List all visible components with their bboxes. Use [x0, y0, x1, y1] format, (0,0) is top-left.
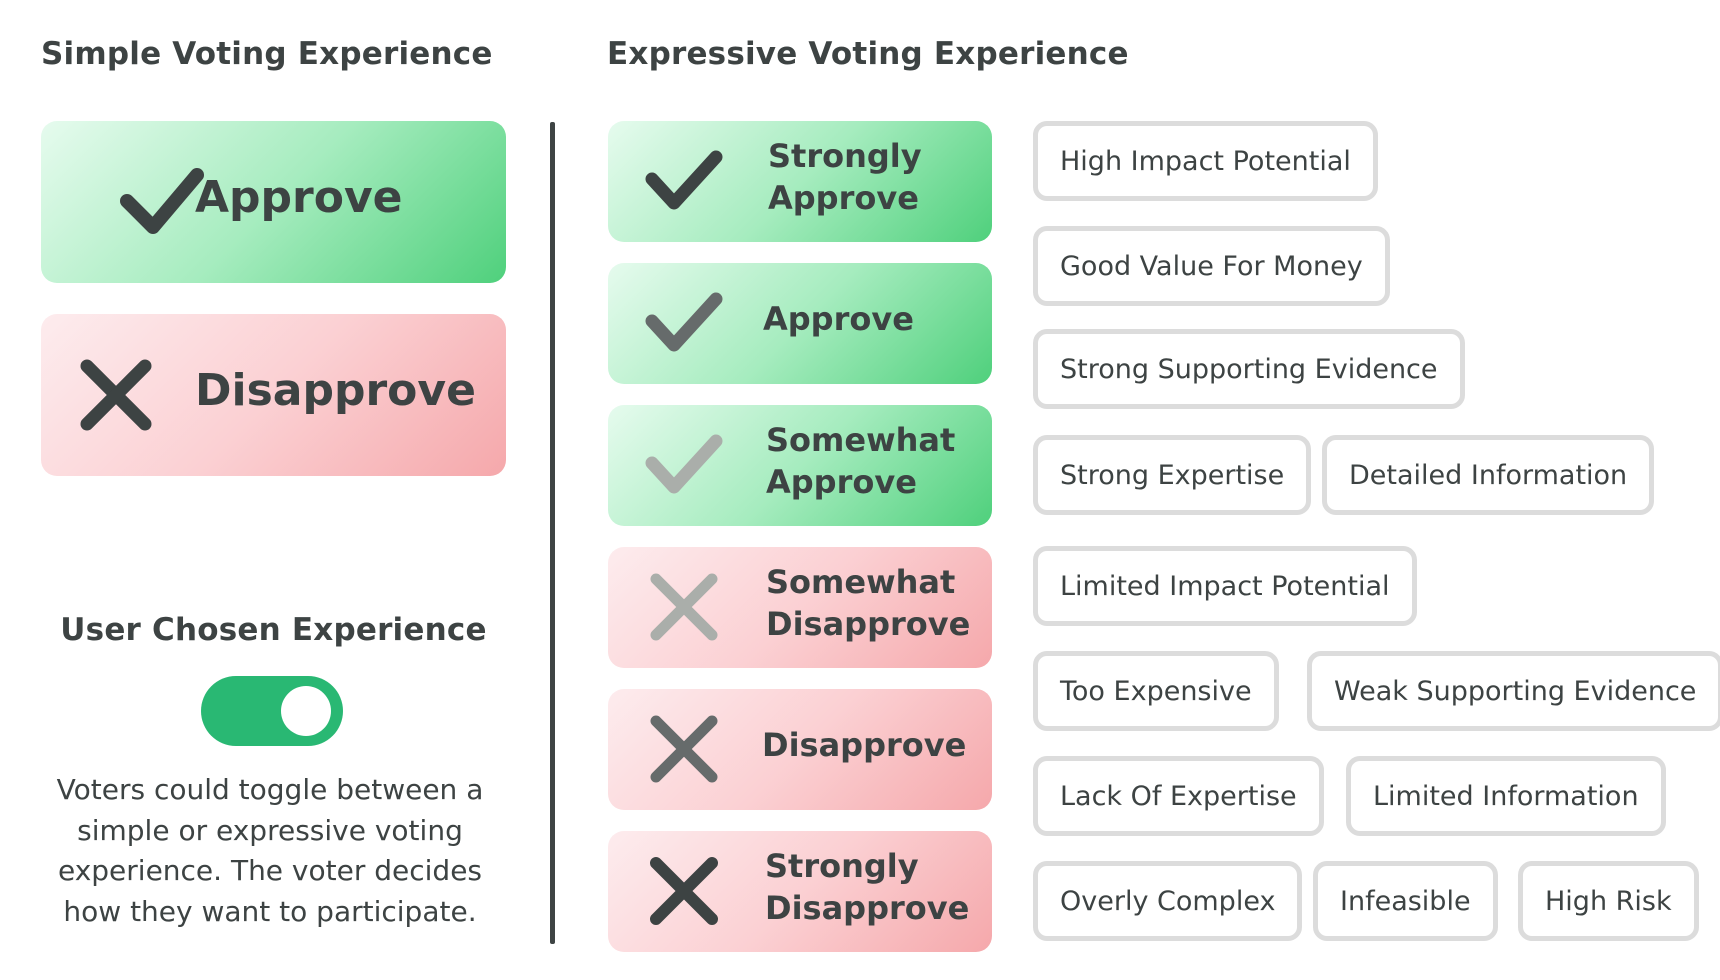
experience-toggle[interactable]	[201, 676, 343, 746]
tag-detailed-information[interactable]: Detailed Information	[1322, 435, 1655, 515]
tag-strong-expertise[interactable]: Strong Expertise	[1033, 435, 1312, 515]
simple-disapprove-label: Disapprove	[195, 365, 476, 416]
somewhat-approve-label: Somewhat Approve	[766, 421, 956, 501]
cross-icon	[650, 715, 718, 783]
check-icon	[645, 292, 723, 352]
disapprove-button[interactable]: Disapprove	[608, 689, 992, 810]
somewhat-disapprove-label: Somewhat Disapprove	[766, 563, 971, 643]
tag-high-impact-potential[interactable]: High Impact Potential	[1033, 121, 1378, 201]
tag-overly-complex[interactable]: Overly Complex	[1033, 861, 1303, 941]
somewhat-approve-button[interactable]: Somewhat Approve	[608, 405, 992, 526]
tag-strong-supporting-evidence[interactable]: Strong Supporting Evidence	[1033, 329, 1465, 409]
tag-weak-supporting-evidence[interactable]: Weak Supporting Evidence	[1307, 651, 1720, 731]
tag-good-value-for-money[interactable]: Good Value For Money	[1033, 226, 1390, 306]
strongly-disapprove-label: Strongly Disapprove	[765, 847, 970, 927]
tag-infeasible[interactable]: Infeasible	[1313, 861, 1498, 941]
section-divider	[550, 122, 555, 944]
cross-icon	[80, 359, 152, 431]
approve-label: Approve	[763, 300, 914, 338]
toggle-description: Voters could toggle between a simple or …	[56, 773, 484, 928]
check-icon	[645, 434, 723, 494]
tag-high-risk[interactable]: High Risk	[1518, 861, 1699, 941]
disapprove-label: Disapprove	[762, 726, 967, 764]
somewhat-disapprove-button[interactable]: Somewhat Disapprove	[608, 547, 992, 668]
simple-approve-button[interactable]: Approve	[41, 121, 506, 283]
strongly-approve-button[interactable]: Strongly Approve	[608, 121, 992, 242]
tag-limited-information[interactable]: Limited Information	[1346, 756, 1666, 836]
tag-too-expensive[interactable]: Too Expensive	[1033, 651, 1279, 731]
simple-disapprove-button[interactable]: Disapprove	[41, 314, 506, 476]
cross-icon	[650, 573, 718, 641]
user-chosen-heading: User Chosen Experience	[60, 612, 487, 648]
strongly-approve-label: Strongly Approve	[768, 137, 922, 217]
simple-approve-label: Approve	[195, 172, 403, 223]
approve-button[interactable]: Approve	[608, 263, 992, 384]
cross-icon	[650, 857, 718, 925]
strongly-disapprove-button[interactable]: Strongly Disapprove	[608, 831, 992, 952]
simple-voting-heading: Simple Voting Experience	[41, 36, 493, 72]
expressive-voting-heading: Expressive Voting Experience	[607, 36, 1129, 72]
tag-limited-impact-potential[interactable]: Limited Impact Potential	[1033, 546, 1417, 626]
tag-lack-of-expertise[interactable]: Lack Of Expertise	[1033, 756, 1324, 836]
check-icon	[645, 150, 723, 210]
check-icon	[120, 168, 204, 234]
toggle-knob	[281, 686, 331, 736]
